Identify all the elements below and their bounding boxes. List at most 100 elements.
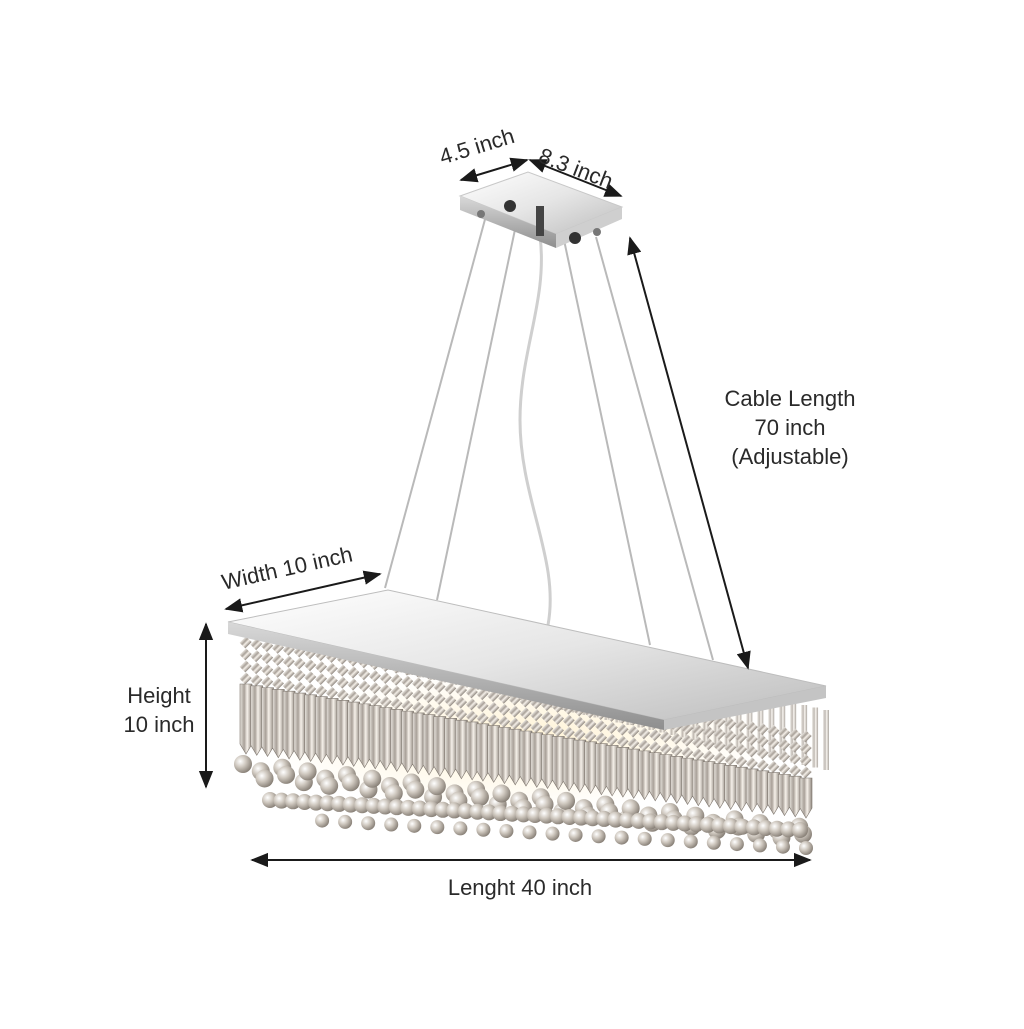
crystal-prism [293,692,307,761]
crystal-bead [691,736,704,749]
crystal-bead [670,732,683,745]
crystal-ball [341,773,360,792]
crystal-bead [735,719,748,732]
crystal-bead [347,678,360,691]
crystal-bead [444,682,457,695]
crystal-bead [282,679,295,692]
crystal-bead [347,666,360,679]
crystal-bead [605,733,618,746]
crystal-prism [702,761,716,808]
crystal-bead [498,715,511,728]
crystal-prism [336,699,350,766]
crystal-bead [261,675,274,688]
crystal-prism [757,695,764,755]
crystal-bead [778,750,791,763]
crystal-bead [788,764,801,777]
crystal-bead [293,657,306,670]
cable-length-line-1: Cable Length [724,386,856,411]
crystal-bead [411,677,424,690]
crystal-bead [702,738,715,751]
crystal-ball [688,816,705,833]
crystal-bead [627,725,640,738]
crystal-bead [691,748,704,761]
crystal-prism [778,774,791,817]
crystal-bead [368,670,381,683]
crystal-prism [358,703,371,769]
crystal-bead [551,724,564,737]
crystal-ball [792,822,808,838]
crystal-bead [767,724,780,737]
chrome-top-plate [227,589,827,730]
crystal-prism [519,730,533,787]
crystal-bead [756,723,769,736]
crystal-ball [480,804,497,821]
crystal-bead [433,692,446,705]
crystal-bead [799,766,812,779]
crystal-bead [616,735,629,748]
crystal-ball [799,841,813,855]
crystal-prism [788,775,802,818]
crystal-bead [767,760,780,773]
crystal-bead [368,682,381,695]
crystal-ball [377,798,394,815]
crystal-bead [648,729,661,742]
crystal-bead [745,757,758,770]
crystal-prism [670,756,684,804]
cable-length-arrow [627,236,751,670]
crystal-bead [584,718,597,731]
crystal-prism [713,763,727,809]
crystal-bead [390,673,403,686]
crystal-bead [325,686,338,699]
crystal-bead [411,701,424,714]
crystal-ball [434,801,451,818]
crystal-ball [584,810,601,827]
crystal-ball [757,820,774,837]
crystal-ball [503,805,520,822]
crystal-bead [239,648,252,661]
crystal-prism [422,714,436,776]
crystal-ball [573,809,590,826]
crystal-bead [713,715,726,728]
crystal-bead [379,683,392,696]
crystal-bead [379,671,392,684]
crystal-ball [255,769,274,788]
height-line-1: Height [127,683,191,708]
crystal-bead [681,746,694,759]
cable-length-label: Cable Length 70 inch (Adjustable) [700,384,880,471]
crystal-bead [562,714,575,727]
crystal-ball [296,793,313,810]
crystal-prism [724,765,737,810]
crystal-prism [573,739,587,793]
crystal-bead [724,741,737,754]
crystal-prism [648,752,662,802]
cable-1 [384,211,488,589]
length-label: Lenght 40 inch [447,875,593,900]
crystal-ball [446,802,463,819]
crystal-ball [614,830,629,845]
crystal-bead [778,762,791,775]
crystal-ball [499,824,514,839]
crystal-bead [487,713,500,726]
crystal-prism [444,718,457,778]
crystal-bead [444,694,457,707]
crystal-ball [642,813,659,830]
crystal-bead [304,683,317,696]
crystal-prism [605,745,619,797]
crystal-bead [304,671,317,684]
crystal-ball [683,834,698,849]
crystal-prism [304,694,317,762]
crystal-bead [584,730,597,743]
crystal-prism [746,692,753,753]
crystal-prism [767,772,780,815]
crystal-ball [527,807,543,823]
crystal-bead [250,650,263,663]
crystal-prism [638,750,651,801]
crystal-prism [272,689,285,759]
crystal-bead [261,651,274,664]
cable-3 [563,239,651,646]
suspension-cables [384,211,714,661]
crystal-bead [519,707,532,720]
crystal-bead [638,739,651,752]
crystal-bead [379,695,392,708]
